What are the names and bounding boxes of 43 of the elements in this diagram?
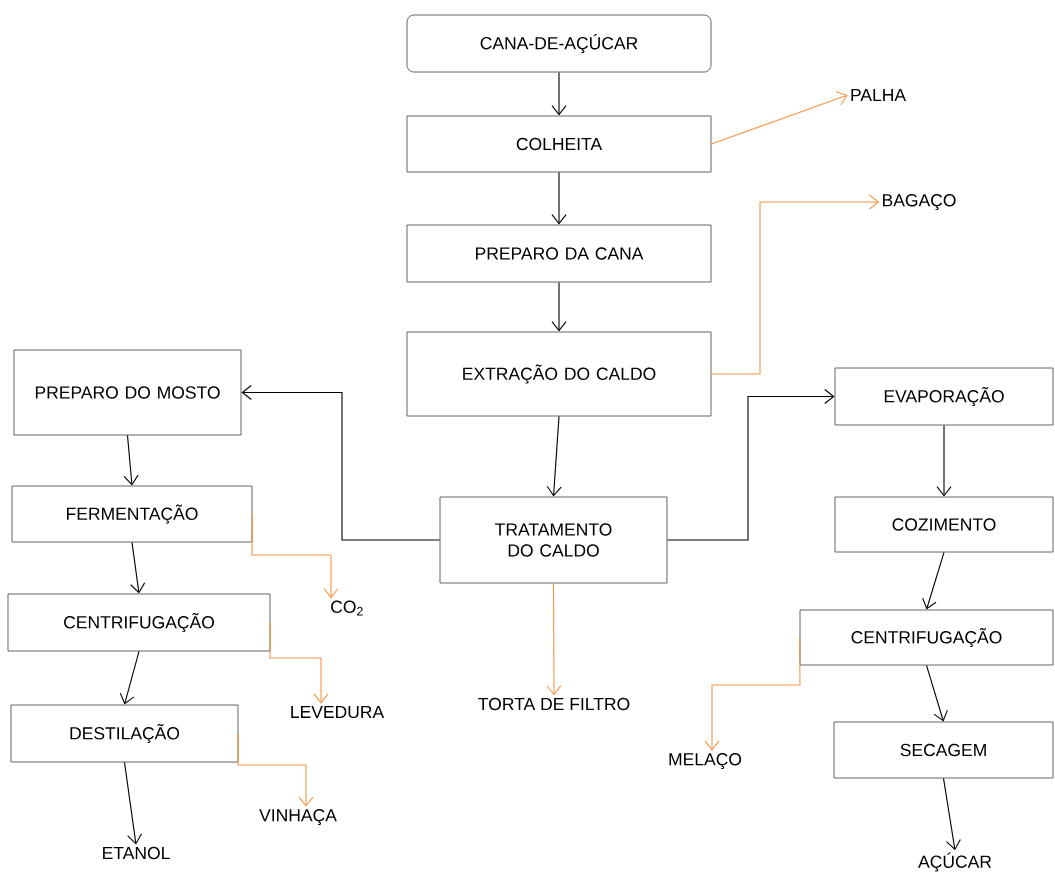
arrow — [942, 777, 961, 851]
output-label: AÇÚCAR — [918, 852, 992, 872]
arrow — [551, 71, 567, 116]
process-box: TRATAMENTO DO CALDO — [439, 496, 668, 584]
arrow — [241, 384, 441, 541]
arrow — [269, 621, 329, 704]
output-label: BAGAÇO — [883, 194, 956, 210]
arrow — [546, 582, 562, 696]
start-box: CANA-DE-AÇÚCAR — [406, 14, 712, 73]
arrow — [551, 281, 567, 332]
output-label: PALHA — [851, 89, 906, 101]
arrow — [666, 388, 835, 541]
process-box: DESTILAÇÃO — [10, 704, 239, 763]
arrow — [710, 194, 880, 375]
process-box: CENTRIFUGAÇÃO — [7, 593, 271, 652]
process-box: COZIMENTO — [834, 496, 1054, 553]
output-label: MELAÇO — [669, 753, 742, 769]
arrow — [123, 761, 143, 845]
process-box: CENTRIFUGAÇÃO — [799, 609, 1054, 666]
output-label: ETANOL — [103, 846, 170, 860]
arrow — [551, 171, 567, 225]
arrow — [237, 732, 314, 807]
process-box: EVAPORAÇÃO — [834, 367, 1054, 426]
process-box: SECAGEM — [833, 721, 1054, 779]
output-label: VINHAÇA — [259, 809, 337, 825]
arrow — [925, 664, 948, 722]
process-box: COLHEITA — [406, 115, 712, 173]
process-box: FERMENTAÇÃO — [11, 485, 253, 543]
arrow — [251, 513, 339, 599]
arrow — [936, 424, 952, 497]
arrow — [704, 636, 801, 751]
output-label: TORTA DE FILTRO — [478, 697, 630, 711]
arrow — [546, 415, 562, 497]
output-label: CO$_{2}$ — [331, 600, 363, 616]
arrow — [922, 551, 945, 610]
arrow — [710, 91, 848, 145]
output-label: LEVEDURA — [291, 705, 385, 719]
process-box: PREPARO DO MOSTO — [13, 349, 242, 436]
arrow — [123, 434, 139, 486]
arrow — [119, 650, 140, 705]
process-box: EXTRAÇÃO DO CALDO — [406, 331, 712, 417]
process-box: PREPARO DA CANA — [406, 224, 712, 283]
arrow — [130, 541, 146, 594]
